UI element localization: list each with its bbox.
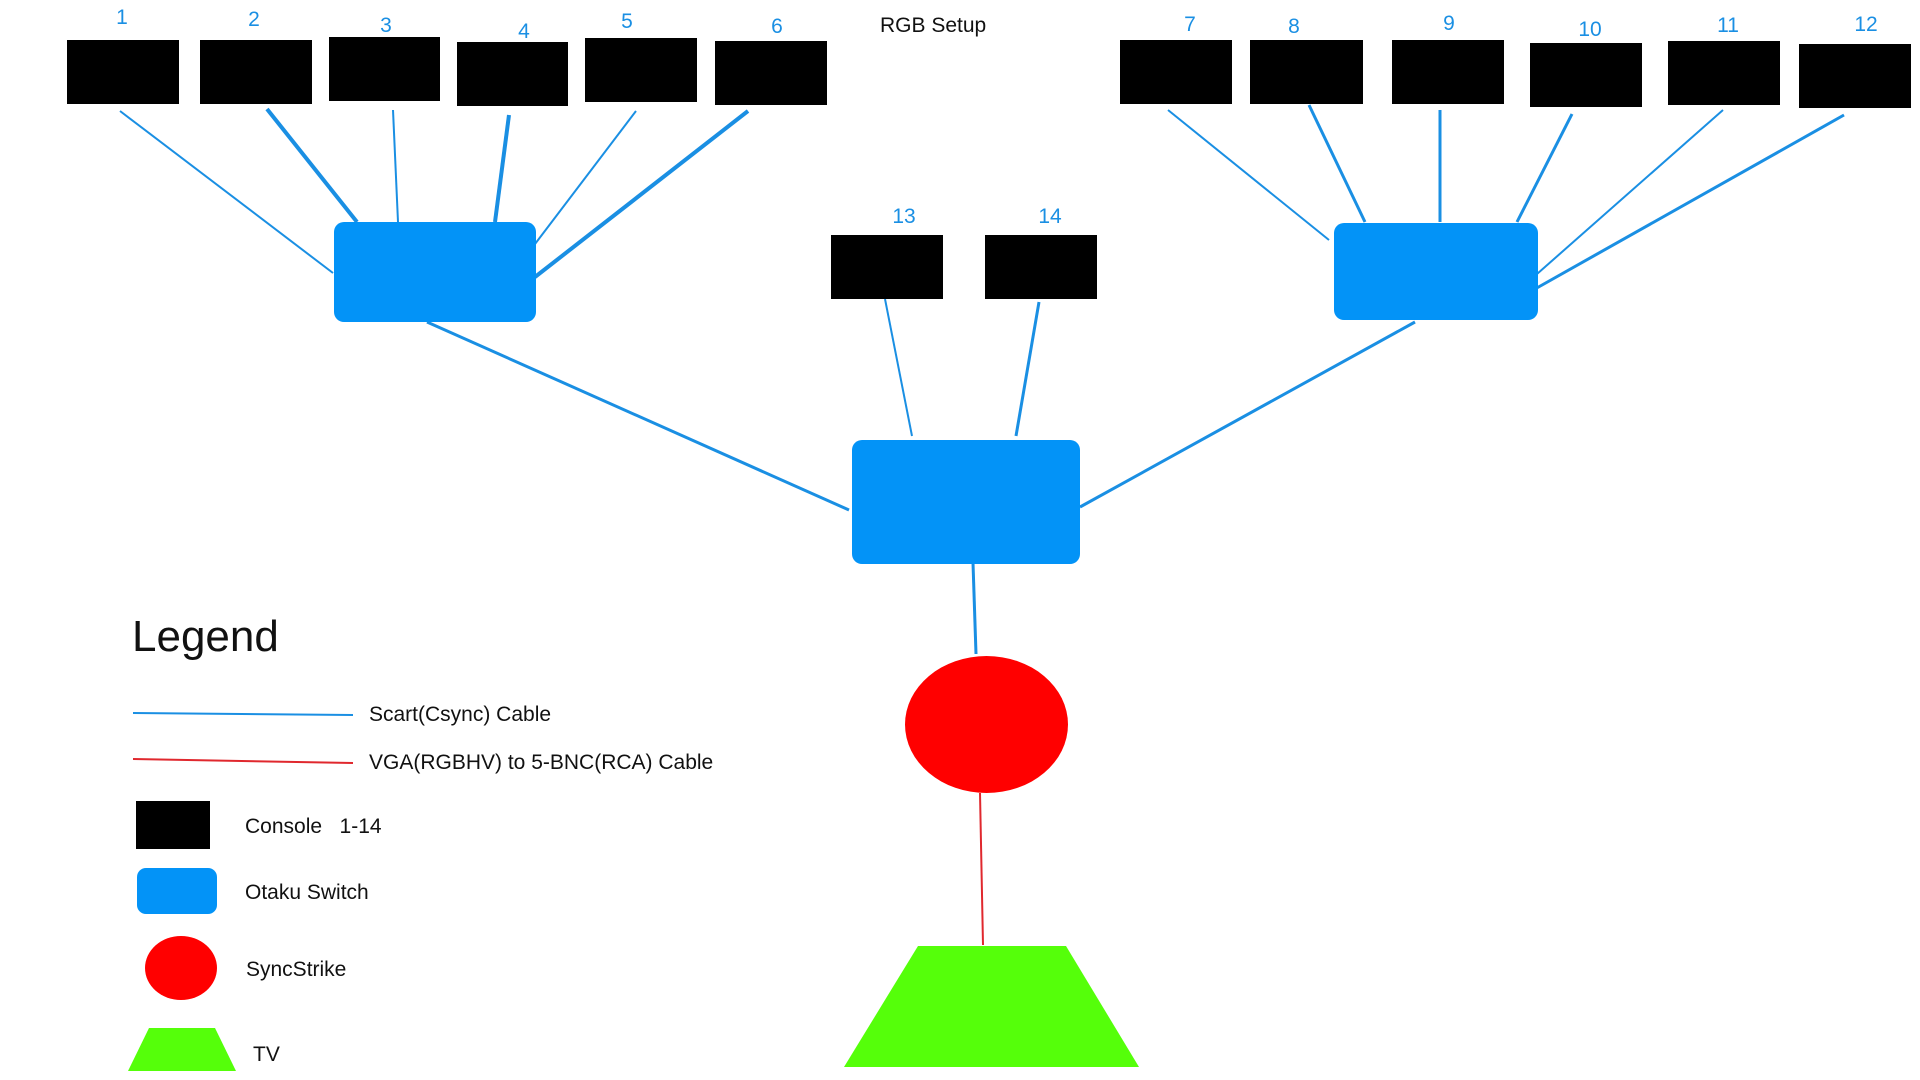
console-13-number: 13 bbox=[892, 205, 916, 228]
console-12 bbox=[1799, 44, 1911, 108]
diagram-title: RGB Setup bbox=[880, 14, 987, 37]
console-7 bbox=[1120, 40, 1232, 104]
scart-cable-left-switch bbox=[426, 320, 850, 512]
legend-vga-label: VGA(RGBHV) to 5-BNC(RCA) Cable bbox=[369, 751, 714, 774]
console-8-number: 8 bbox=[1288, 15, 1300, 38]
legend-vga-line bbox=[132, 758, 354, 764]
console-10 bbox=[1530, 43, 1642, 107]
console-2 bbox=[200, 40, 312, 104]
scart-cable-7 bbox=[1167, 109, 1330, 241]
console-10-number: 10 bbox=[1578, 18, 1602, 41]
scart-cable-14 bbox=[1014, 301, 1041, 437]
scart-cable-1 bbox=[119, 110, 334, 274]
scart-cable-4 bbox=[493, 114, 511, 223]
vga-cable-tv bbox=[979, 792, 984, 946]
console-13 bbox=[831, 235, 943, 299]
legend-swatch-switch bbox=[137, 868, 217, 914]
console-7-number: 7 bbox=[1184, 13, 1196, 36]
console-4-number: 4 bbox=[518, 20, 530, 43]
legend-syncstrike-label: SyncStrike bbox=[246, 958, 347, 981]
console-5 bbox=[585, 38, 697, 102]
legend-tv-label: TV bbox=[253, 1043, 280, 1066]
console-11 bbox=[1668, 41, 1780, 105]
scart-cable-right-switch bbox=[1079, 320, 1416, 509]
scart-cable-12 bbox=[1534, 113, 1845, 291]
console-9-number: 9 bbox=[1443, 12, 1455, 35]
syncstrike bbox=[905, 656, 1068, 793]
tv-shape bbox=[844, 946, 1139, 1067]
scart-cable-6 bbox=[533, 109, 750, 279]
legend-switch-label: Otaku Switch bbox=[245, 881, 369, 904]
legend-scart-label: Scart(Csync) Cable bbox=[369, 703, 552, 726]
console-6-number: 6 bbox=[771, 15, 783, 38]
console-1-number: 1 bbox=[116, 6, 128, 29]
scart-cable-3 bbox=[392, 109, 399, 223]
console-11-number: 11 bbox=[1717, 14, 1739, 37]
console-14 bbox=[985, 235, 1097, 299]
legend-swatch-syncstrike bbox=[145, 936, 217, 1000]
scart-cable-11 bbox=[1536, 109, 1724, 275]
otaku-switch-right bbox=[1334, 223, 1538, 320]
scart-cable-main-switch bbox=[971, 562, 978, 655]
console-8 bbox=[1250, 40, 1363, 104]
scart-cable-13 bbox=[884, 298, 913, 437]
scart-cable-10 bbox=[1515, 113, 1574, 223]
console-9 bbox=[1392, 40, 1504, 104]
scart-cable-5 bbox=[534, 110, 637, 245]
console-5-number: 5 bbox=[621, 10, 633, 33]
legend-swatch-console bbox=[136, 801, 210, 849]
console-4 bbox=[457, 42, 568, 106]
console-6 bbox=[715, 41, 827, 105]
legend-swatch-tv bbox=[128, 1028, 236, 1071]
console-3-number: 3 bbox=[380, 14, 392, 37]
otaku-switch-left bbox=[334, 222, 536, 322]
scart-cable-8 bbox=[1307, 104, 1367, 223]
console-12-number: 12 bbox=[1854, 13, 1878, 36]
scart-cable-2 bbox=[265, 107, 359, 224]
console-1 bbox=[67, 40, 179, 104]
otaku-switch-main bbox=[852, 440, 1080, 564]
console-2-number: 2 bbox=[248, 8, 260, 31]
legend-console-label: Console 1-14 bbox=[245, 815, 382, 838]
legend-title: Legend bbox=[132, 612, 279, 661]
legend-scart-line bbox=[132, 712, 354, 716]
console-14-number: 14 bbox=[1038, 205, 1062, 228]
console-3 bbox=[329, 37, 440, 101]
